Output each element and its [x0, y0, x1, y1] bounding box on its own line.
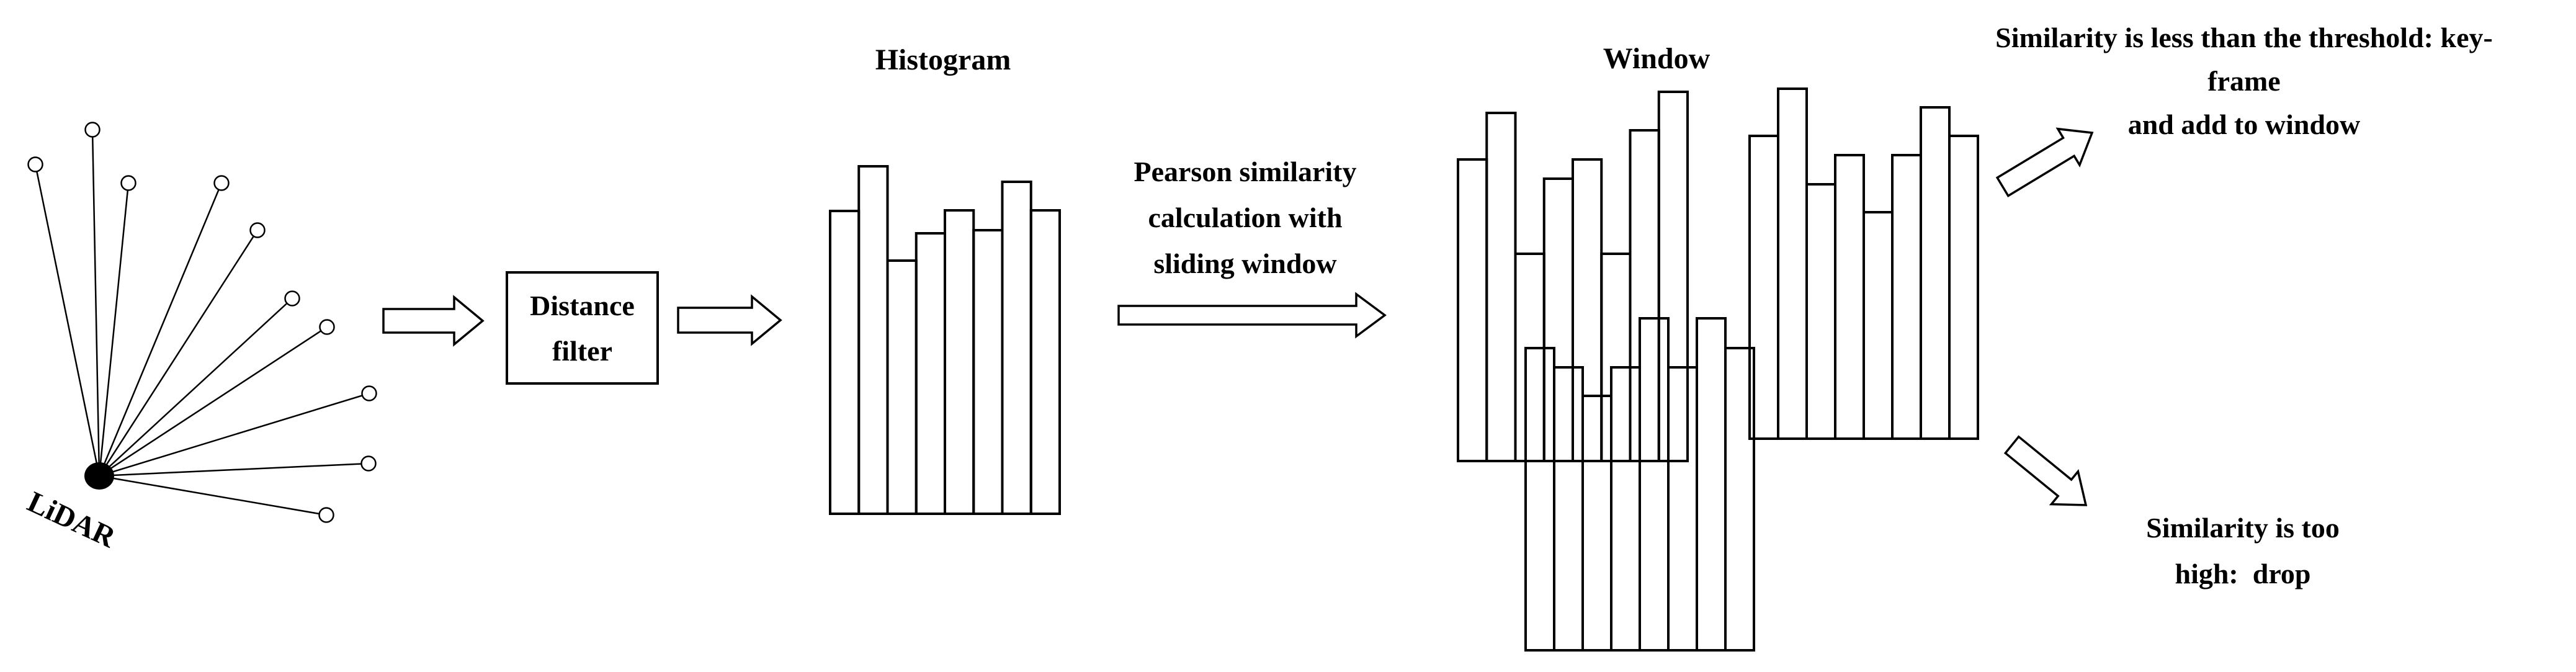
histogram-main-bar	[1001, 181, 1032, 515]
window-histogram-right-bar	[1834, 154, 1865, 440]
window-histogram-left-bar	[1457, 158, 1488, 462]
window-histogram-left-bar	[1600, 253, 1632, 462]
window-histogram-right-bar	[1863, 211, 1894, 440]
lidar-ray	[91, 129, 101, 477]
window-histogram-right-bar	[1920, 106, 1951, 440]
window-histogram-left-bar	[1657, 91, 1689, 462]
lidar-ray	[99, 475, 327, 516]
arrow-filter-to-histogram-icon	[677, 294, 782, 346]
pearson-caption-line2: calculation with	[1148, 202, 1343, 233]
arrow-pearson-sliding-window-icon	[1117, 292, 1387, 339]
lidar-ray	[98, 182, 130, 477]
pearson-caption-line3: sliding window	[1153, 248, 1337, 279]
lidar-point-icon	[213, 175, 230, 191]
window-histogram-right-bar	[1777, 87, 1808, 440]
arrow-lidar-to-filter-icon	[382, 295, 485, 347]
window-histogram-left-bar	[1629, 129, 1660, 462]
lidar-point-icon	[120, 175, 136, 191]
lidar-point-icon	[319, 319, 335, 335]
lidar-ray	[34, 164, 101, 477]
window-histogram-lower-bar	[1553, 366, 1584, 652]
outcome-keyframe-line1: Similarity is less than the threshold: k…	[1995, 22, 2493, 53]
window-histogram-lower-bar	[1524, 347, 1555, 652]
window-histogram-left-bar	[1542, 177, 1574, 462]
lidar-point-icon	[84, 122, 101, 138]
window-histogram-lower-bar	[1581, 395, 1612, 652]
histogram-main-bar	[972, 229, 1004, 515]
window-histogram-lower-bar	[1610, 366, 1641, 652]
lidar-point-icon	[360, 455, 377, 472]
lidar-ray	[99, 392, 370, 477]
histogram-main-bar	[944, 209, 975, 515]
histogram-main-bar	[886, 259, 918, 515]
distance-filter-label-line2: filter	[552, 334, 613, 367]
window-histogram-right-bar	[1805, 183, 1836, 440]
outcome-keyframe-caption: Similarity is less than the threshold: k…	[1903, 16, 2576, 146]
window-histogram-lower-bar	[1667, 366, 1698, 652]
window-histogram-lower-bar	[1696, 317, 1727, 652]
outcome-drop-line2: high: drop	[2175, 558, 2311, 589]
outcome-drop-line1: Similarity is too	[2146, 512, 2340, 544]
window-title: Window	[1603, 42, 1711, 75]
distance-filter-box: Distance filter	[506, 271, 659, 385]
histogram-title: Histogram	[875, 43, 1011, 76]
lidar-ray	[98, 182, 223, 477]
outcome-keyframe-line3: and add to window	[2127, 109, 2361, 140]
lidar-point-icon	[318, 507, 334, 523]
lidar-point-icon	[284, 290, 300, 307]
histogram-main-bar	[829, 210, 861, 515]
lidar-ray	[99, 462, 369, 477]
histogram-main-bar	[1029, 209, 1061, 515]
pearson-caption: Pearson similarity calculation with slid…	[1059, 149, 1431, 287]
lidar-ray	[99, 326, 328, 477]
lidar-ray	[98, 230, 259, 477]
outcome-drop-caption: Similarity is too high: drop	[1995, 505, 2491, 597]
pearson-caption-line1: Pearson similarity	[1134, 156, 1357, 187]
distance-filter-label-line1: Distance	[530, 289, 635, 321]
window-histogram-lower-bar	[1724, 347, 1755, 652]
window-histogram-left-bar	[1514, 253, 1545, 462]
lidar-point-icon	[361, 385, 377, 401]
lidar-point-icon	[27, 156, 43, 172]
lidar-point-icon	[249, 222, 266, 238]
histogram-main-bar	[915, 232, 946, 515]
window-histogram-right-bar	[1948, 135, 1979, 440]
window-histogram-left-bar	[1485, 112, 1517, 462]
arrow-to-keyframe-icon	[1995, 127, 2094, 198]
outcome-keyframe-line2: frame	[2207, 65, 2281, 97]
window-histogram-right-bar	[1891, 154, 1922, 440]
window-histogram-lower-bar	[1639, 317, 1670, 652]
histogram-main-bar	[857, 165, 889, 515]
arrow-to-drop-icon	[2003, 435, 2088, 506]
window-histogram-left-bar	[1572, 158, 1603, 462]
lidar-dot-icon	[84, 462, 114, 490]
lidar-ray	[99, 298, 293, 477]
